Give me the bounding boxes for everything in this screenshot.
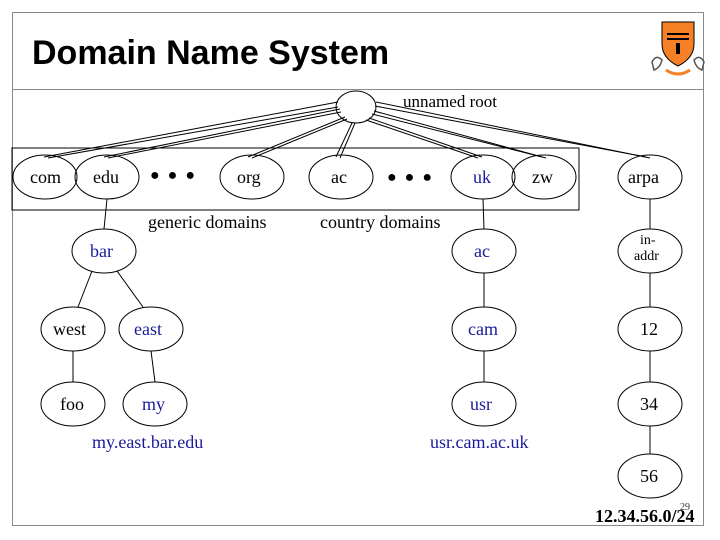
node-ac — [308, 154, 374, 200]
ellipsis-generic: ● ● ● — [150, 167, 197, 184]
node-zw — [511, 154, 577, 200]
slide-number: 29 — [680, 502, 690, 513]
label-foo: foo — [60, 394, 84, 414]
university-shield-logo — [651, 21, 705, 76]
lower-nodes — [40, 228, 683, 499]
label-west: west — [53, 319, 86, 339]
ellipsis-country: ● ● ● — [387, 169, 434, 186]
top-level-domains-box — [11, 147, 580, 211]
label-in-addr-line2: addr — [634, 249, 659, 264]
label-zw: zw — [532, 167, 553, 187]
label-edu: edu — [93, 167, 119, 187]
label-org: org — [237, 167, 261, 187]
label-56: 56 — [640, 466, 658, 486]
slide-title: Domain Name System — [32, 34, 390, 72]
label-fqdn-edu: my.east.bar.edu — [92, 432, 204, 452]
node-org — [219, 154, 285, 200]
label-east: east — [134, 319, 162, 339]
slide-frame — [12, 12, 704, 526]
label-com: com — [30, 167, 61, 187]
label-generic-domains: generic domains — [148, 212, 267, 232]
label-34: 34 — [640, 394, 658, 414]
label-country-domains: country domains — [320, 212, 441, 232]
label-ac: ac — [331, 167, 347, 187]
label-usr: usr — [470, 394, 492, 414]
root-edges — [43, 101, 651, 159]
label-fqdn-uk: usr.cam.ac.uk — [430, 432, 529, 452]
tree-edges — [72, 198, 651, 454]
label-arpa: arpa — [628, 167, 659, 187]
node-com — [12, 154, 78, 200]
label-cam: cam — [468, 319, 498, 339]
label-ip-prefix: 12.34.56.0/24 — [595, 506, 695, 526]
root-label: unnamed root — [403, 92, 497, 111]
label-12: 12 — [640, 319, 658, 339]
label-ac-2: ac — [474, 241, 490, 261]
label-my: my — [142, 394, 166, 414]
label-bar: bar — [90, 241, 113, 261]
title-band — [12, 12, 704, 90]
label-in-addr-line1: in- — [640, 233, 656, 248]
label-uk: uk — [473, 167, 491, 187]
